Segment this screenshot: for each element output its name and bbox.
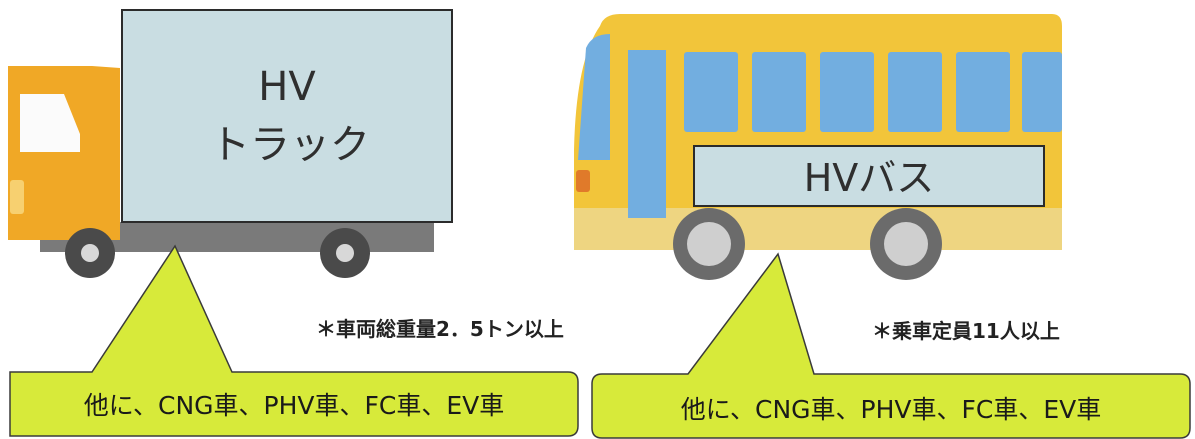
bus-label-box — [693, 145, 1045, 207]
bus-callout: 他に、CNG車、PHV車、FC車、EV車 — [591, 252, 1191, 439]
hv-truck-illustration: HV トラック — [8, 9, 453, 278]
bus-rear-wheel-hub — [884, 222, 928, 266]
truck-label-line2: トラック — [210, 122, 370, 168]
bus-callout-text: 他に、CNG車、PHV車、FC車、EV車 — [681, 395, 1102, 424]
bus-window — [1022, 52, 1062, 132]
bus-label: HVバス — [804, 156, 935, 200]
bus-front-wheel-hub — [687, 222, 731, 266]
truck-label-line1: HV — [258, 64, 316, 110]
bus-headlight — [576, 170, 590, 192]
truck-callout: 他に、CNG車、PHV車、FC車、EV車 — [9, 244, 579, 437]
bus-window — [888, 52, 942, 132]
bus-door — [628, 50, 666, 218]
bus-callout-bubble — [591, 252, 1191, 439]
truck-front-wheel-hub — [81, 244, 99, 262]
hv-bus-illustration: HVバス — [574, 14, 1062, 280]
bus-windshield — [578, 34, 610, 160]
bus-window — [684, 52, 738, 132]
truck-cab — [8, 66, 120, 240]
truck-callout-text: 他に、CNG車、PHV車、FC車、EV車 — [84, 391, 505, 420]
truck-callout-bubble — [9, 244, 579, 437]
bus-window — [752, 52, 806, 132]
bus-window — [956, 52, 1010, 132]
truck-headlight — [10, 180, 24, 214]
bus-note: ＊乗車定員11人以上 — [872, 319, 1060, 343]
truck-note: ＊車両総重量2．5トン以上 — [316, 317, 564, 341]
bus-window — [820, 52, 874, 132]
truck-cab-window — [20, 94, 80, 152]
truck-cargo-box — [121, 9, 453, 223]
truck-rear-wheel-hub — [336, 244, 354, 262]
